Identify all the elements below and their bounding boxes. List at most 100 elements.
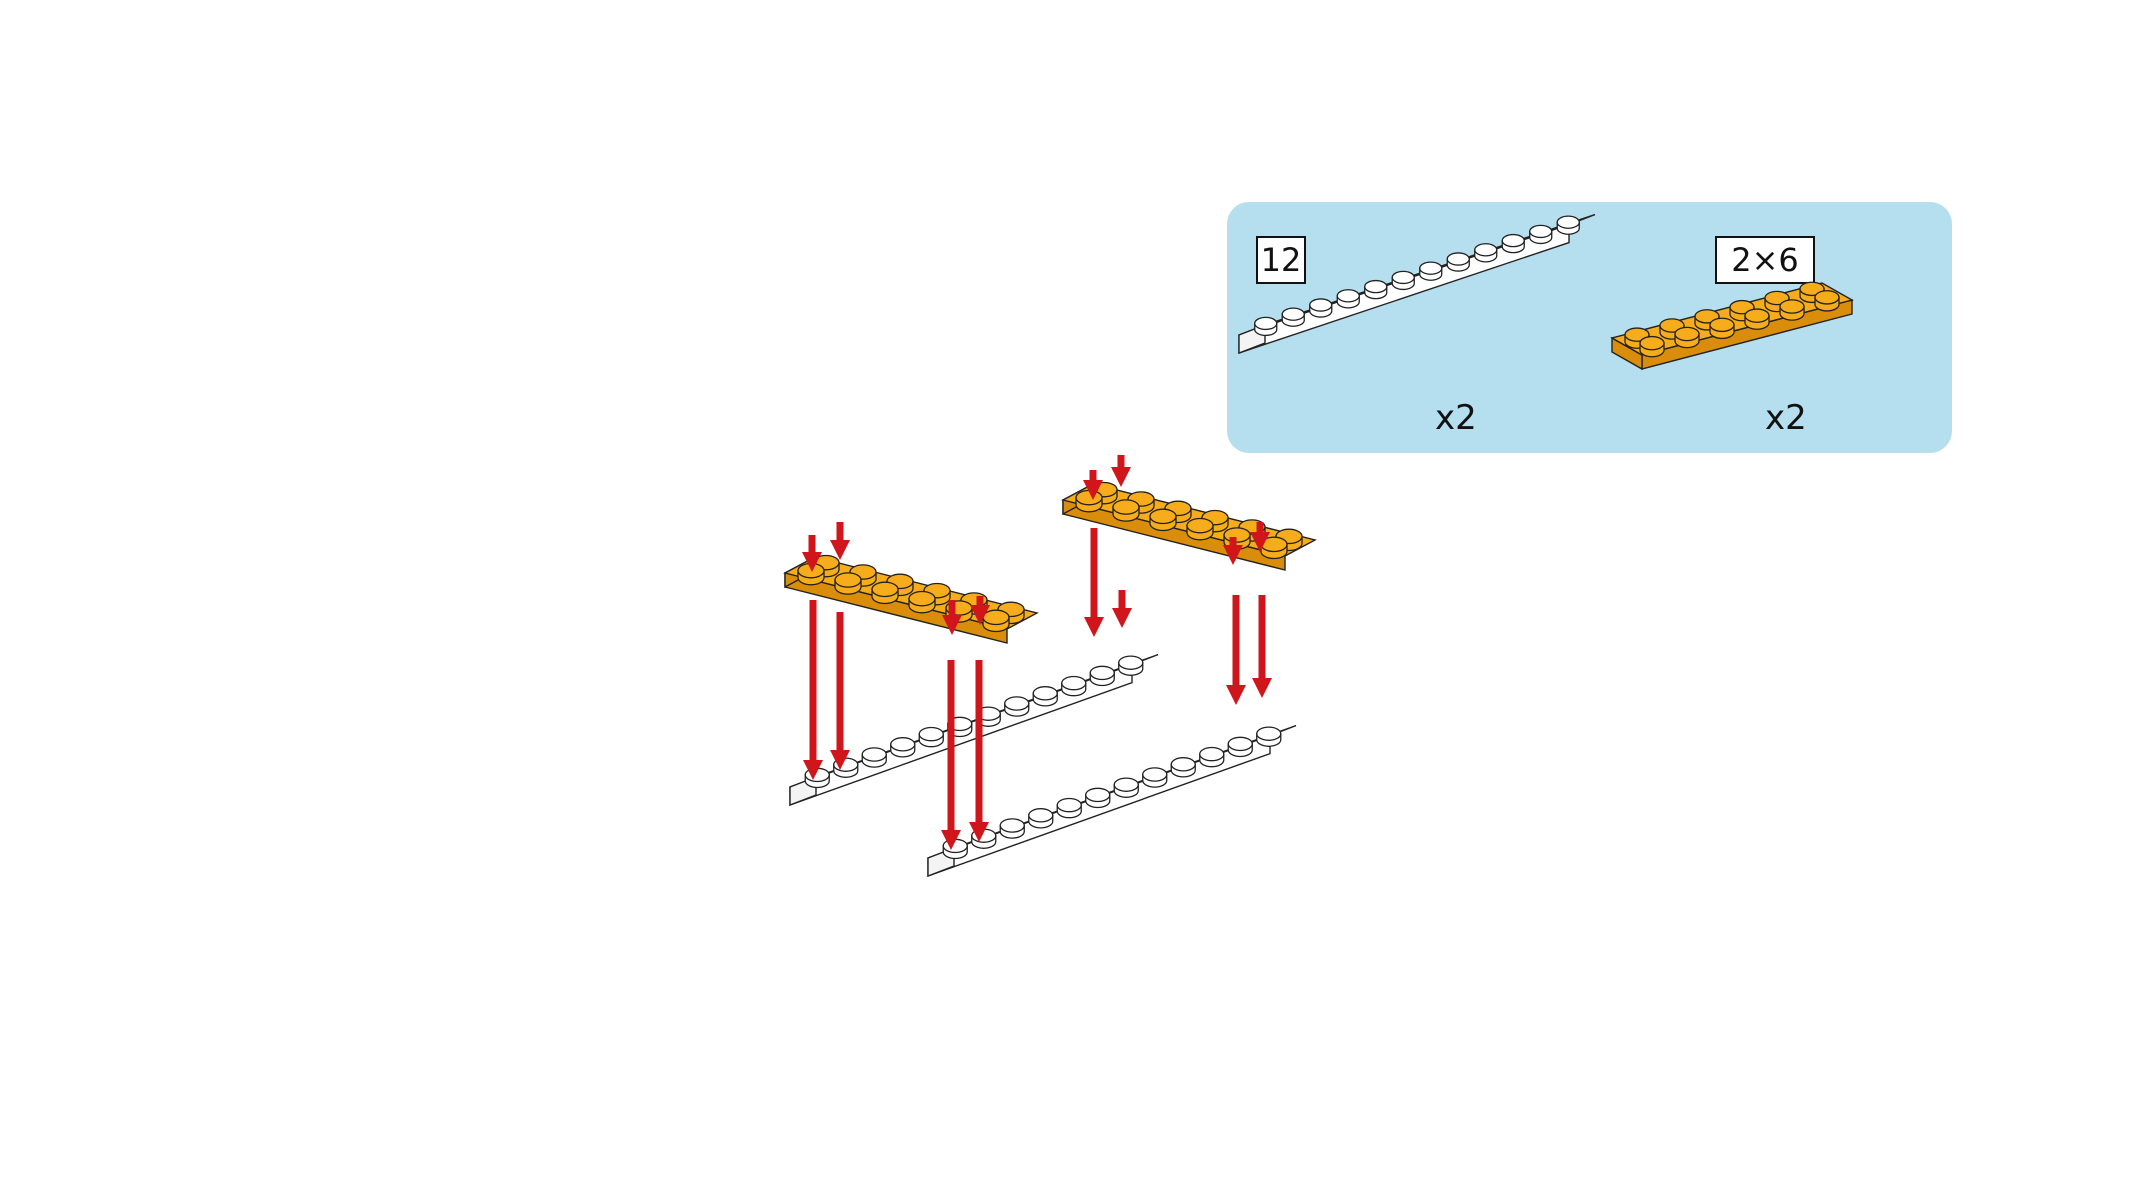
arrow-shaft: [975, 660, 983, 826]
stud: [1142, 767, 1168, 782]
white-12-plate-part-icon: [1238, 213, 1596, 355]
white-12-plate-back: [789, 653, 1159, 807]
arrow-head: [942, 615, 962, 635]
stud: [1419, 261, 1443, 275]
arrow-head: [970, 605, 990, 625]
stud: [1336, 289, 1360, 303]
orange-2x6-plate-left: [783, 554, 1039, 644]
arrow-head: [830, 750, 850, 770]
orange-2x6-plate-right: [1061, 481, 1317, 571]
stud: [1814, 290, 1840, 305]
arrow-shaft: [1117, 455, 1125, 471]
stud: [871, 581, 899, 598]
stud: [918, 726, 944, 742]
arrow-head: [830, 540, 850, 560]
stud: [1779, 299, 1805, 314]
stud: [1085, 787, 1111, 803]
stud: [1674, 326, 1700, 342]
stud: [1061, 675, 1087, 691]
arrow-head: [969, 822, 989, 842]
stud: [1223, 527, 1251, 543]
arrow-shaft: [1229, 537, 1237, 549]
stud: [1364, 279, 1388, 294]
arrow-head: [1252, 678, 1272, 698]
placement-arrows-left: [803, 600, 989, 850]
stud: [1032, 686, 1058, 701]
placement-arrows-right: [1084, 528, 1272, 705]
stud: [1391, 270, 1415, 285]
arrow-head: [1223, 545, 1243, 565]
arrow-shaft: [808, 535, 816, 556]
arrow-shaft: [1118, 590, 1126, 612]
stud: [890, 737, 916, 752]
stud: [861, 747, 887, 762]
arrow-head: [803, 760, 823, 780]
orange-2x6-plate-part-icon: [1610, 281, 1854, 371]
stud: [1709, 317, 1735, 333]
arrow-shaft: [1258, 595, 1266, 682]
part-quantity-2x6: x2: [1765, 398, 1807, 438]
arrow-shaft: [1090, 528, 1098, 621]
stud: [1118, 655, 1144, 670]
part-size-label-12: 12: [1256, 236, 1306, 284]
stud: [1281, 307, 1305, 321]
stud: [1639, 335, 1665, 351]
part-size-label-2x6: 2×6: [1715, 236, 1815, 284]
stud: [1744, 308, 1770, 323]
arrow-head: [802, 552, 822, 572]
arrow-shaft: [1089, 470, 1097, 484]
stud: [1256, 726, 1282, 741]
arrow-shaft: [809, 600, 817, 764]
arrow-head: [1226, 685, 1246, 705]
stud: [1446, 252, 1470, 266]
arrow-shaft: [976, 596, 984, 609]
stud: [1799, 281, 1825, 297]
stud: [1028, 808, 1054, 823]
arrow-shaft: [1256, 522, 1264, 536]
arrow-head: [1111, 467, 1131, 487]
arrow-head: [1083, 480, 1103, 500]
stud: [1004, 696, 1030, 711]
stud: [1624, 327, 1650, 342]
stud: [1694, 309, 1720, 324]
stud: [1659, 318, 1685, 333]
arrow-shaft: [836, 522, 844, 544]
stud: [908, 590, 936, 607]
placement-arrows-top: [802, 455, 1270, 635]
stud: [1764, 290, 1790, 306]
stud: [1075, 489, 1103, 506]
stud: [1254, 316, 1278, 331]
stud: [1309, 298, 1333, 312]
arrow-head: [1112, 608, 1132, 628]
arrow-head: [1250, 532, 1270, 552]
stud: [1149, 508, 1177, 525]
stud: [1199, 746, 1225, 762]
parts-illustrations: [1238, 213, 1854, 371]
stud: [1056, 797, 1082, 813]
arrow-head: [1084, 617, 1104, 637]
arrow-shaft: [836, 612, 844, 754]
stud: [1186, 517, 1214, 534]
white-12-plate-front: [927, 724, 1297, 878]
stud: [1170, 757, 1196, 772]
stud: [1112, 499, 1140, 515]
stud: [1729, 299, 1755, 315]
arrow-shaft: [947, 660, 955, 834]
stud: [982, 609, 1010, 626]
arrow-shaft: [948, 600, 956, 619]
stud: [1556, 215, 1580, 229]
stud: [1227, 736, 1253, 752]
stud: [1501, 233, 1525, 248]
arrow-shaft: [1232, 595, 1240, 689]
stud: [1529, 224, 1553, 239]
stud: [834, 572, 862, 588]
parts-list-panel: 12 2×6 x2 x2: [1227, 202, 1952, 453]
stud: [999, 818, 1025, 833]
stud: [1113, 777, 1139, 792]
part-quantity-12: x2: [1435, 398, 1477, 438]
arrow-head: [941, 830, 961, 850]
stud: [1089, 665, 1115, 681]
stud: [1474, 243, 1498, 257]
